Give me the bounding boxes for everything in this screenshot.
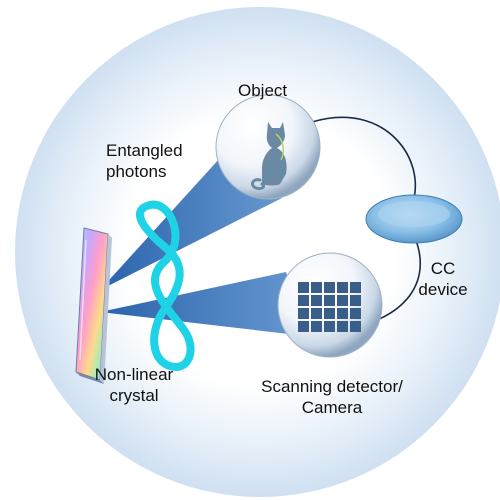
background-halo xyxy=(15,7,500,497)
cat-silhouette-icon xyxy=(251,122,287,190)
detector-label: Scanning detector/ Camera xyxy=(261,377,403,417)
beam-to-detector xyxy=(100,272,306,336)
pixel-grid-icon xyxy=(298,282,361,332)
cc-device-label: CC device xyxy=(418,259,468,299)
object-sphere xyxy=(215,94,321,200)
nonlinear-crystal xyxy=(75,227,112,384)
object-label: Object xyxy=(238,81,288,100)
infinity-entanglement-icon xyxy=(135,200,195,371)
crystal-label: Non-linear crystal xyxy=(94,365,174,405)
beam-to-object xyxy=(100,158,282,290)
entangled-photons-label: Entangled photons xyxy=(106,141,183,181)
